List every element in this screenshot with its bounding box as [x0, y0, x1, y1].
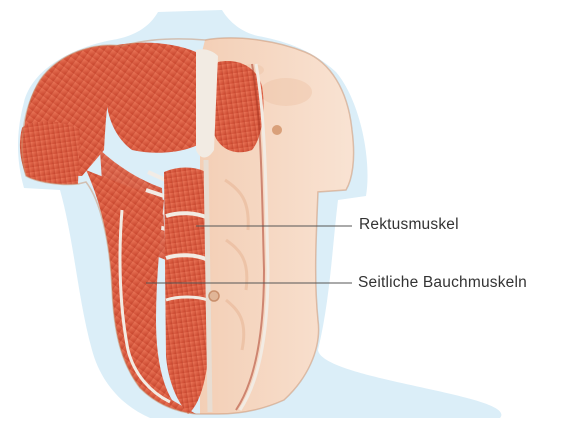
- pectoralis-right: [211, 61, 263, 152]
- label-lateral-abdominal-muscles: Seitliche Bauchmuskeln: [358, 274, 527, 292]
- label-rectus-muscle: Rektusmuskel: [359, 216, 459, 234]
- rectus-muscle: [164, 168, 208, 415]
- navel: [209, 291, 219, 301]
- upper-arm: [20, 122, 80, 185]
- chest-shadow: [260, 78, 312, 106]
- nipple: [272, 125, 282, 135]
- pectoralis-muscle: [106, 43, 207, 153]
